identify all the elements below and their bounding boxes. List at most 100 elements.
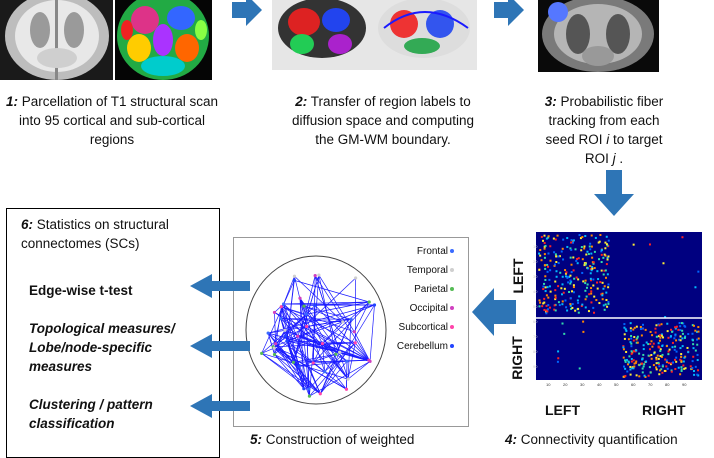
matrix-cell [676, 351, 678, 353]
matrix-cell [638, 375, 640, 377]
matrix-cell [565, 306, 567, 308]
matrix-cell [602, 288, 604, 290]
legend-label: Frontal [417, 246, 448, 257]
step6-text: Statistics on structural connectomes (SC… [21, 217, 169, 251]
matrix-cell [643, 363, 645, 365]
matrix-cell [570, 249, 572, 251]
parcellation-image [115, 0, 212, 80]
matrix-cell [642, 368, 644, 370]
matrix-cell [653, 364, 655, 366]
matrix-cell [607, 303, 609, 305]
matrix-cell [675, 361, 677, 363]
matrix-cell [680, 356, 682, 358]
network-node [314, 274, 317, 277]
matrix-cell [545, 312, 547, 314]
matrix-cell [571, 307, 573, 309]
matrix-cell [601, 249, 603, 251]
matrix-cell [564, 288, 566, 290]
matrix-x-tick: 20 [563, 382, 568, 387]
matrix-cell [594, 251, 596, 253]
legend-item-subcortical: Subcortical [384, 322, 454, 334]
matrix-cell [697, 326, 699, 328]
matrix-cell [658, 342, 660, 344]
arrow-1-to-2 [232, 0, 262, 26]
matrix-right-horizontal-label: RIGHT [642, 402, 686, 418]
matrix-cell [596, 282, 598, 284]
matrix-cell [676, 326, 678, 328]
matrix-cell [607, 301, 609, 303]
matrix-cell [655, 324, 657, 326]
matrix-cell [547, 266, 549, 268]
matrix-cell [555, 309, 557, 311]
matrix-cell [569, 275, 571, 277]
legend-label: Temporal [407, 265, 448, 276]
matrix-cell [667, 353, 669, 355]
network-node [321, 342, 324, 345]
legend-label: Cerebellum [397, 341, 448, 352]
matrix-cell [570, 242, 572, 244]
matrix-cell [643, 348, 645, 350]
matrix-cell [630, 345, 632, 347]
matrix-left-horizontal-label: LEFT [545, 402, 580, 418]
network-node [293, 275, 296, 278]
matrix-cell [602, 298, 604, 300]
matrix-cell [567, 276, 569, 278]
matrix-cell [633, 340, 635, 342]
matrix-cell [655, 358, 657, 360]
matrix-cell [606, 243, 608, 245]
matrix-cell [579, 234, 581, 236]
network-node [312, 361, 315, 364]
network-node [297, 365, 300, 368]
matrix-cell [664, 359, 666, 361]
matrix-cell [632, 367, 634, 369]
matrix-cell [541, 305, 543, 307]
matrix-cell [638, 353, 640, 355]
matrix-cell [661, 372, 663, 374]
matrix-cell [628, 361, 630, 363]
matrix-cell [681, 322, 683, 324]
matrix-cell [585, 306, 587, 308]
matrix-cell [644, 375, 646, 377]
matrix-cell [629, 368, 631, 370]
matrix-cell [548, 279, 550, 281]
legend-label: Occipital [410, 303, 448, 314]
matrix-cell [601, 261, 603, 263]
matrix-cell [661, 345, 663, 347]
matrix-y-tick: 40 [533, 289, 538, 294]
matrix-cell [562, 276, 564, 278]
matrix-cell [630, 343, 632, 345]
step1-number: 1: [6, 94, 18, 109]
matrix-x-tick: 80 [665, 382, 670, 387]
matrix-cell [654, 328, 656, 330]
network-node [319, 392, 322, 395]
step2-caption: 2: Transfer of region labels to diffusio… [283, 92, 483, 149]
matrix-cell [555, 253, 557, 255]
matrix-cell [545, 286, 547, 288]
matrix-cell [572, 303, 574, 305]
matrix-cell [586, 296, 588, 298]
matrix-cell [649, 366, 651, 368]
matrix-cell [608, 240, 610, 242]
matrix-cell [584, 290, 586, 292]
matrix-cell [554, 304, 556, 306]
matrix-cell [583, 247, 585, 249]
matrix-cell [547, 308, 549, 310]
matrix-cell [605, 277, 607, 279]
matrix-cell [590, 278, 592, 280]
matrix-cell [580, 249, 582, 251]
matrix-y-tick: 60 [533, 319, 538, 324]
matrix-cell [628, 338, 630, 340]
matrix-cell [623, 348, 625, 350]
matrix-cell [658, 362, 660, 364]
matrix-cell [575, 260, 577, 262]
matrix-cell [693, 347, 695, 349]
legend-item-frontal: Frontal [384, 246, 454, 258]
network-node [368, 360, 371, 363]
matrix-cell [543, 235, 545, 237]
matrix-cell [605, 269, 607, 271]
matrix-cell [604, 247, 606, 249]
matrix-cell [565, 271, 567, 273]
matrix-cell [598, 258, 600, 260]
matrix-cell [672, 342, 674, 344]
network-node [305, 313, 308, 316]
